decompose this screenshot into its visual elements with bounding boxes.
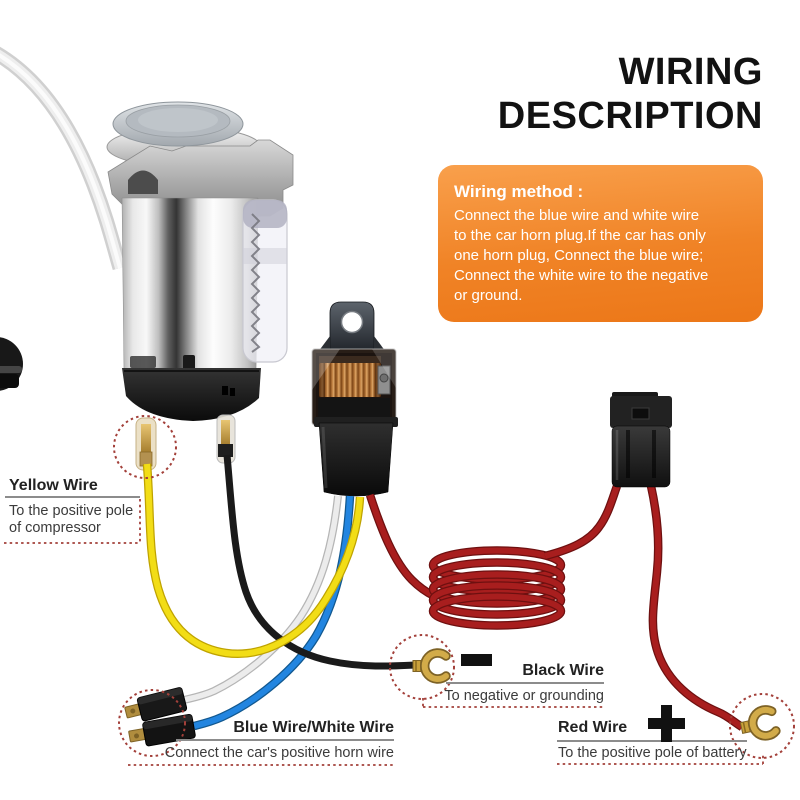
compressor-base (122, 355, 261, 421)
plus-icon (648, 705, 685, 742)
red-wire-coil (428, 546, 566, 630)
relay-bracket (318, 301, 386, 353)
horn-plug-connectors (124, 687, 196, 747)
wiring-method-box: Wiring method : Connect the blue wire an… (438, 165, 763, 322)
blue-white-wire-label: Blue Wire/White Wire (233, 719, 394, 736)
yellow-wire-desc: To the positive pole of compressor (9, 503, 134, 536)
yellow-wire (142, 463, 365, 658)
relay-coil (319, 363, 381, 397)
horn-bell-edge (0, 337, 23, 391)
highlight-circle-horn-plugs (118, 689, 186, 757)
check-valve-tube (242, 199, 288, 363)
label-divider-lines (5, 496, 747, 742)
highlight-circle-yellow-terminal (113, 415, 177, 479)
ground-fork-terminal (412, 648, 451, 684)
yellow-wire-label: Yellow Wire (9, 477, 98, 494)
wiring-method-body: Connect the blue wire and white wire to … (454, 207, 709, 304)
relay-image (311, 301, 398, 497)
compressor-terminal-yellow (135, 417, 157, 471)
red-wire-label: Red Wire (558, 719, 628, 736)
red-wire (365, 484, 745, 731)
battery-fork-terminal (739, 705, 781, 741)
black-wire-label: Black Wire (522, 662, 604, 679)
highlight-circle-ground-terminal (389, 634, 455, 700)
minus-icon (461, 654, 492, 666)
page-title: WIRING DESCRIPTION (497, 51, 763, 137)
compressor-image (106, 101, 294, 471)
relay-socket (314, 417, 398, 497)
wiring-method-heading: Wiring method : (454, 182, 584, 201)
black-wire (223, 454, 416, 670)
red-wire-desc: To the positive pole of battery (558, 745, 747, 761)
air-tube (0, 46, 128, 271)
fuse-holder-image (610, 392, 672, 488)
black-wire-desc: To negative or grounding (444, 688, 604, 704)
label-dotted-lines (4, 499, 764, 766)
highlight-circle-battery-terminal (729, 693, 795, 759)
compressor-terminal-black (216, 414, 236, 464)
white-wire (183, 495, 342, 704)
blue-white-wire-desc: Connect the car's positive horn wire (164, 745, 394, 761)
